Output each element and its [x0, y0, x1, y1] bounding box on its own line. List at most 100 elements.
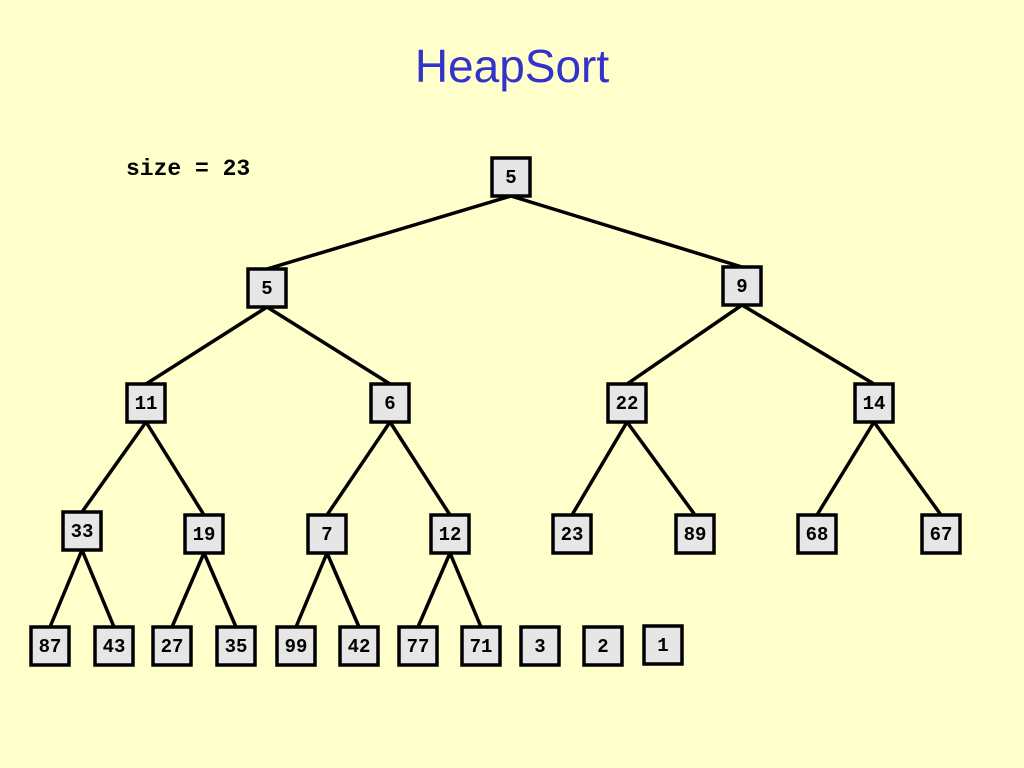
heap-node-value: 12	[439, 524, 462, 546]
heap-node-value: 89	[684, 524, 707, 546]
sorted-node-value: 3	[534, 636, 545, 658]
heap-node-value: 87	[39, 636, 62, 658]
heap-node-box	[551, 513, 593, 555]
heap-node-value: 35	[225, 636, 248, 658]
heap-node: 7	[306, 513, 348, 555]
heap-node: 43	[93, 625, 135, 667]
sorted-node: 2	[582, 625, 624, 667]
sorted-node: 1	[642, 624, 684, 666]
heap-node-box	[151, 625, 193, 667]
heap-node: 42	[338, 625, 380, 667]
heap-node-box	[721, 265, 763, 307]
heap-node-box	[429, 513, 471, 555]
heap-node-value: 23	[561, 524, 584, 546]
heap-node: 12	[429, 513, 471, 555]
heap-node: 71	[460, 625, 502, 667]
size-label: size = 23	[126, 156, 251, 182]
heap-node: 77	[397, 625, 439, 667]
heap-node-box	[306, 513, 348, 555]
heap-node-box	[338, 625, 380, 667]
heap-node: 87	[29, 625, 71, 667]
heap-node: 68	[796, 513, 838, 555]
heap-node-value: 33	[71, 521, 94, 543]
heap-node-box	[460, 625, 502, 667]
tree-edge	[170, 552, 206, 628]
tree-edge	[266, 305, 391, 386]
tree-edge	[570, 421, 629, 516]
heap-node-value: 22	[616, 393, 639, 415]
heap-node-value: 7	[321, 524, 332, 546]
heap-node: 6	[369, 382, 411, 424]
heap-node: 5	[246, 267, 288, 309]
sorted-node-box	[519, 625, 561, 667]
heap-node-value: 99	[285, 636, 308, 658]
tree-edge	[388, 421, 452, 516]
heap-node-value: 68	[806, 524, 829, 546]
heap-node-value: 71	[470, 636, 493, 658]
heap-node: 67	[920, 513, 962, 555]
heap-node-box	[674, 513, 716, 555]
heap-node: 22	[606, 382, 648, 424]
tree-edge	[325, 552, 361, 628]
heap-node-value: 19	[193, 524, 216, 546]
tree-edge	[266, 194, 512, 271]
heap-node: 5	[490, 156, 532, 198]
tree-edge	[202, 552, 238, 628]
heap-node-box	[275, 625, 317, 667]
tree-edge	[48, 549, 84, 628]
tree-edge	[626, 303, 743, 386]
heap-node: 89	[674, 513, 716, 555]
heap-node: 33	[61, 510, 103, 552]
tree-edge	[872, 420, 943, 517]
heap-node: 23	[551, 513, 593, 555]
heap-node-box	[490, 156, 532, 198]
tree-edges	[48, 194, 943, 628]
heap-node-value: 42	[348, 636, 371, 658]
sorted-node: 3	[519, 625, 561, 667]
heap-node: 11	[125, 382, 167, 424]
tree-edge	[416, 552, 452, 628]
heap-node-box	[61, 510, 103, 552]
heap-node-box	[606, 382, 648, 424]
heap-node: 35	[215, 625, 257, 667]
tree-edge	[144, 421, 206, 516]
tree-edge	[741, 303, 875, 386]
heap-node-value: 5	[261, 278, 272, 300]
heap-node: 99	[275, 625, 317, 667]
heap-node-value: 9	[736, 276, 747, 298]
heap-node-box	[920, 513, 962, 555]
tree-edge	[145, 305, 268, 386]
tree-edge	[325, 421, 392, 516]
sorted-node-value: 1	[657, 635, 668, 657]
tree-edge	[80, 420, 148, 514]
heap-node-box	[246, 267, 288, 309]
tree-edge	[448, 552, 483, 628]
heap-node-box	[215, 625, 257, 667]
tree-edge	[80, 549, 116, 628]
heap-node-value: 14	[863, 393, 886, 415]
tree-edge	[510, 194, 743, 269]
heap-node-box	[853, 382, 895, 424]
slide-title: HeapSort	[414, 40, 610, 92]
heap-node-value: 11	[135, 393, 158, 415]
heap-node-box	[29, 625, 71, 667]
heap-node-box	[369, 382, 411, 424]
sorted-node-box	[642, 624, 684, 666]
sorted-node-value: 2	[597, 636, 608, 658]
heap-node: 19	[183, 513, 225, 555]
heap-node-value: 5	[505, 167, 516, 189]
heap-node: 27	[151, 625, 193, 667]
tree-edge	[815, 421, 876, 516]
heap-node-value: 27	[161, 636, 184, 658]
heap-node-value: 67	[930, 524, 953, 546]
heap-node: 9	[721, 265, 763, 307]
heap-node-box	[93, 625, 135, 667]
heap-node-box	[125, 382, 167, 424]
heap-node: 14	[853, 382, 895, 424]
heap-node-box	[397, 625, 439, 667]
sorted-node-box	[582, 625, 624, 667]
tree-edge	[294, 552, 329, 628]
heap-node-box	[183, 513, 225, 555]
